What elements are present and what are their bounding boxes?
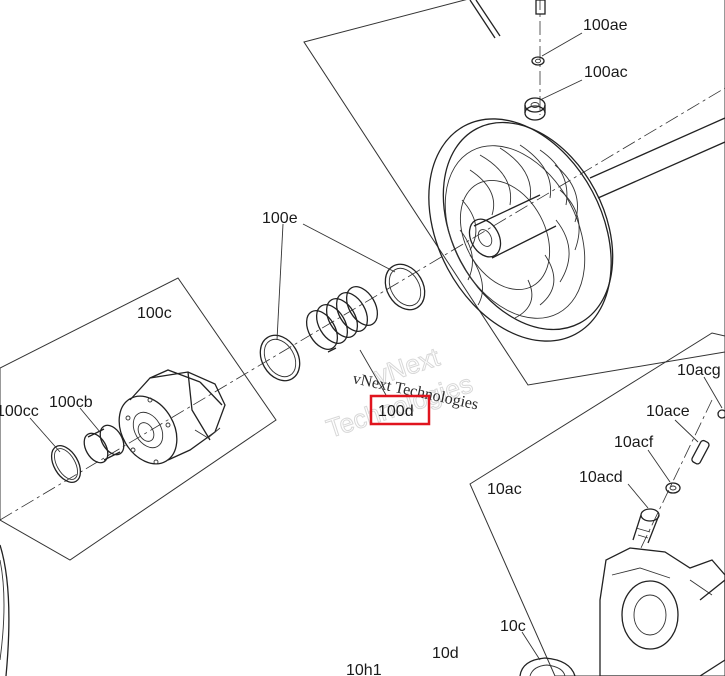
part-10ace — [691, 439, 710, 465]
center-axis-lower — [639, 399, 713, 551]
callout-100cb: 100cb — [49, 394, 93, 411]
callout-100cc: 100cc — [0, 403, 39, 420]
part-10acd — [632, 508, 660, 544]
callout-100d: 100d — [378, 403, 414, 420]
ring-100e-right — [384, 263, 426, 311]
group-box-top-right — [303, 0, 725, 386]
callout-10ac: 10ac — [487, 481, 522, 498]
highlight-box-100d — [369, 394, 431, 426]
group-box-100c — [0, 277, 277, 561]
callout-10ace: 10ace — [646, 403, 690, 420]
leader-lines — [29, 32, 723, 661]
callout-100ac: 100ac — [584, 64, 628, 81]
callout-10acf: 10acf — [614, 434, 654, 451]
part-10acg — [717, 409, 725, 419]
cam-100c — [118, 369, 226, 465]
sheave-part — [428, 117, 725, 342]
center-axis-main — [0, 87, 725, 521]
callout-10d: 10d — [432, 645, 459, 662]
bushing-100cb — [83, 424, 125, 464]
pin-part — [469, 0, 546, 39]
watermark: vNext Technologies vNext Technologies — [322, 341, 480, 444]
callout-10c: 10c — [500, 618, 526, 635]
housing-10ac — [599, 547, 725, 676]
part-10c — [519, 657, 576, 676]
callout-100c: 100c — [137, 305, 172, 322]
left-edge-part — [0, 544, 10, 676]
snapring-100cc — [50, 445, 82, 483]
ring-100e-left — [259, 334, 301, 382]
callout-10h1: 10h1 — [346, 662, 382, 676]
washer-100ae — [531, 56, 545, 66]
callout-100ae: 100ae — [583, 17, 628, 34]
callout-100e: 100e — [262, 210, 298, 227]
spring-100d — [305, 286, 379, 353]
callout-10acg: 10acg — [677, 362, 721, 379]
group-box-10ac — [469, 332, 725, 676]
callout-10acd: 10acd — [579, 469, 623, 486]
part-10acf — [665, 482, 681, 494]
bushing-100ac — [524, 97, 546, 121]
